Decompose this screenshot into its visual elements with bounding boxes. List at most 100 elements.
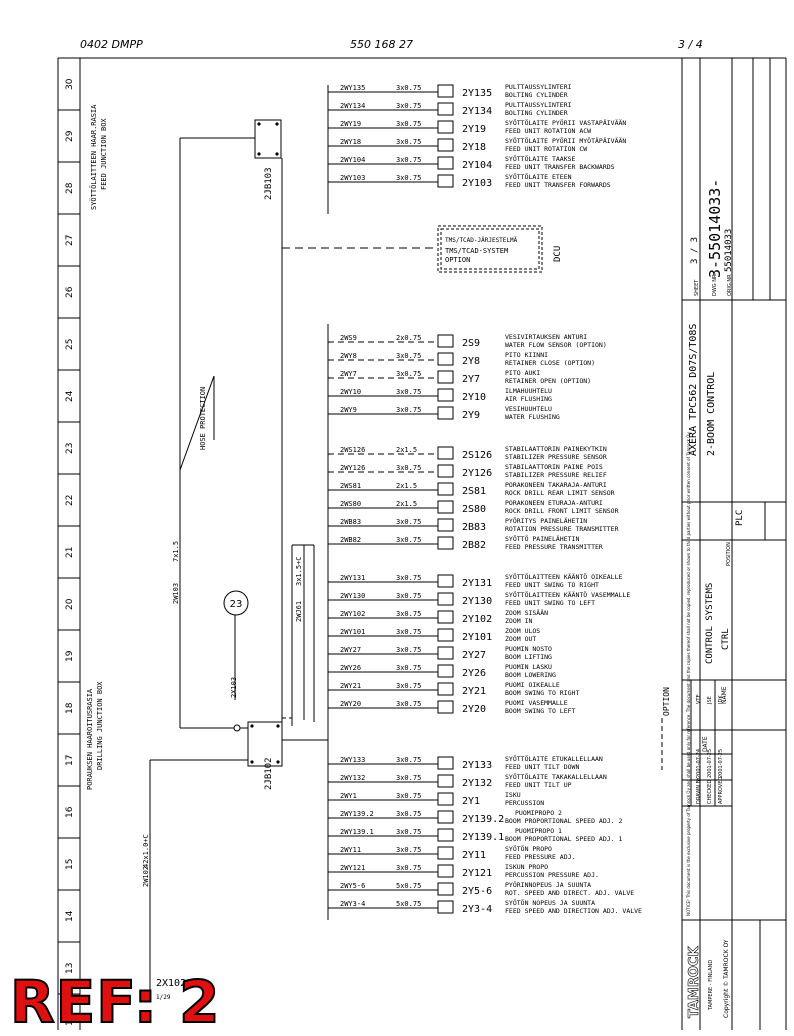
dcu-line2: TMS/TCAD-SYSTEM: [445, 247, 508, 255]
component-id: 2Y9: [462, 410, 480, 421]
wire-id: 2WY130: [340, 592, 365, 600]
description-en: FEED UNIT SWING TO LEFT: [505, 599, 595, 607]
ruler-number: 12: [65, 1015, 75, 1026]
description-en: BOOM PROPORTIONAL SPEED ADJ. 2: [505, 817, 622, 825]
cable-2w103-label: 2W103: [172, 583, 180, 604]
description-fi: SYÖTTÖLAITE TAAKSE: [505, 154, 576, 163]
component-id: 2S80: [462, 504, 486, 515]
component-symbol: [437, 628, 454, 642]
cable-size: 3x0.75: [396, 388, 421, 396]
approval-name: JSE: [707, 696, 713, 705]
cable-size: 3x0.75: [396, 518, 421, 526]
header-left: 0402 DMPP: [80, 38, 143, 51]
component-id: 2S9: [462, 338, 480, 349]
wire-id: 2WY27: [340, 646, 361, 654]
wire-id: 2WY126: [340, 464, 365, 472]
description-en: BOOM LOWERING: [505, 671, 556, 679]
copyright: Copyright © TAMROCK OY: [723, 939, 730, 1018]
ruler-number: 16: [65, 806, 75, 818]
description-fi: PUOMIPROPO 2: [515, 809, 562, 817]
cable-size: 3x0.75: [396, 352, 421, 360]
cable-size: 3x0.75: [396, 810, 421, 818]
cable-size: 3x0.75: [396, 864, 421, 872]
component-symbol: [437, 700, 454, 714]
description-en: FEED PRESSURE TRANSMITTER: [505, 543, 603, 551]
ruler-number: 15: [65, 859, 75, 870]
wire-id: 2WY26: [340, 664, 361, 672]
dcu-option-box: [437, 225, 543, 273]
option-label: OPTION: [662, 687, 671, 716]
wire-id: 2WS9: [340, 334, 357, 342]
description-en: BOLTING CYLINDER: [505, 109, 568, 117]
component-symbol: [437, 882, 454, 896]
component-symbol: [437, 756, 454, 770]
header-right: 3 / 4: [678, 38, 703, 51]
component-symbol: [437, 500, 454, 514]
description-fi: PULTTAUSSYLINTERI: [505, 83, 572, 91]
component-id: 2Y1: [462, 796, 480, 807]
component-symbol: [437, 610, 454, 624]
junction-box-2jb103: [254, 119, 282, 159]
ruler-number: 25: [65, 339, 75, 350]
description-fi: PITO AUKI: [505, 369, 540, 377]
wire-id: 2WY3-4: [340, 900, 365, 908]
description-fi: SYÖTTÖLAITE ETEEN: [505, 172, 572, 181]
cable-size: 3x0.75: [396, 464, 421, 472]
cable-size: 3x0.75: [396, 536, 421, 544]
component-symbol: [437, 846, 454, 860]
description-fi: ISKUN PROPO: [505, 863, 548, 871]
description-fi: SYÖTTÖLAITE ETUKALLELLAAN: [505, 754, 603, 763]
dcu-line3: OPTION: [445, 256, 470, 264]
component-id: 2Y139.1: [462, 832, 504, 843]
company-city: TAMPERE - FINLAND: [708, 960, 714, 1011]
description-fi: ZOOM ULOS: [505, 627, 540, 635]
description-en: BOOM LIFTING: [505, 653, 552, 661]
description-en: FEED PRESSURE ADJ.: [505, 853, 575, 861]
wire-id: 2WY101: [340, 628, 365, 636]
wire-id: 2WY8: [340, 352, 357, 360]
description-fi: VESIVIRTAUKSEN ANTURI: [505, 333, 587, 341]
component-id: 2Y135: [462, 88, 492, 99]
cable-size: 2x1.5: [396, 446, 417, 454]
description-fi: SYÖTTÖ PAINELÄHETIN: [505, 534, 579, 543]
control-title: 2-BOOM CONTROL: [706, 372, 717, 456]
description-fi: SYÖTÖN NOPEUS JA SUUNTA: [505, 898, 595, 907]
description-en: BOOM PROPORTIONAL SPEED ADJ. 1: [505, 835, 622, 843]
description-fi: PULTTAUSSYLINTERI: [505, 101, 572, 109]
component-id: 2Y126: [462, 468, 492, 479]
description-fi: PYÖRITYS PAINELÄHETIN: [505, 516, 587, 525]
wire-id: 2WY7: [340, 370, 357, 378]
description-fi: SYÖTÖN PROPO: [505, 844, 552, 853]
cable-size: 3x0.75: [396, 120, 421, 128]
header-center: 550 168 27: [350, 38, 413, 51]
description-en: ROCK DRILL FRONT LIMIT SENSOR: [505, 507, 619, 515]
component-id: 2Y121: [462, 868, 492, 879]
cable-2wj61-label: 2WJ61: [295, 601, 303, 622]
wire-id: 2WY135: [340, 84, 365, 92]
description-en: FEED UNIT TRANSFER FORWARDS: [505, 181, 611, 189]
cable-size: 2x1.5: [396, 500, 417, 508]
title-block: [681, 58, 786, 1030]
wire-id: 2WS80: [340, 500, 361, 508]
ruler-number: 29: [65, 130, 75, 142]
description-en: RETAINER OPEN (OPTION): [505, 377, 591, 385]
cable-size: 3x0.75: [396, 700, 421, 708]
